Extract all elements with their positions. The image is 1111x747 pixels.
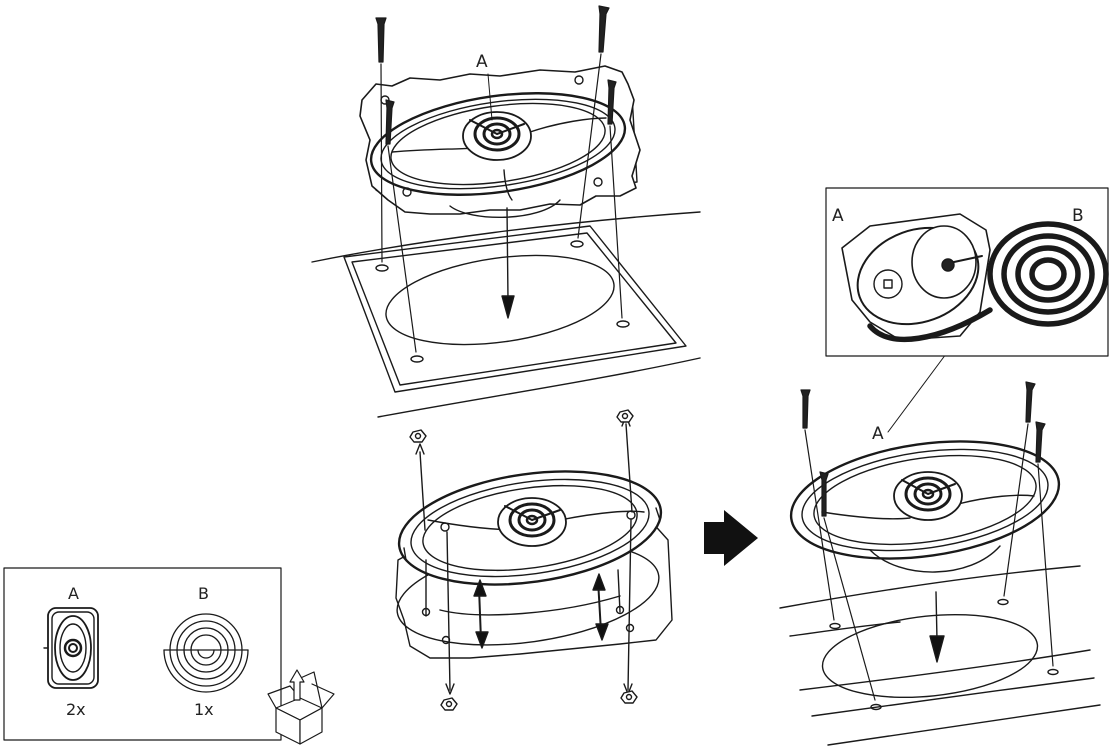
step-mount-top — [311, 5, 701, 418]
step-adapter — [395, 409, 673, 711]
inset-label-a: A — [832, 206, 844, 226]
next-step-arrow — [704, 510, 758, 566]
screw-mid-right — [607, 79, 623, 319]
screw-right-3 — [1035, 421, 1054, 667]
contents-qty-a: 2x — [66, 700, 86, 719]
spiral-ring — [867, 221, 1109, 343]
screw-right-4 — [819, 471, 876, 701]
screw-top-left — [375, 17, 387, 263]
nut-bottom-right — [620, 690, 638, 704]
screw-top-right — [577, 5, 610, 239]
contents-label-a: A — [68, 584, 79, 603]
contents-qty-b: 1x — [194, 700, 214, 719]
box-icon — [267, 669, 335, 745]
label-a-install: A — [872, 424, 884, 444]
screw-mid-left — [385, 99, 417, 353]
screw-right-2 — [1003, 381, 1036, 597]
nut-top-right — [616, 409, 634, 423]
inset-adapter-detail — [825, 187, 1109, 357]
package-contents — [3, 567, 335, 745]
step-install-right — [779, 353, 1101, 746]
contents-label-b: B — [198, 584, 209, 603]
nut-top-left — [409, 429, 427, 443]
inset-label-b: B — [1072, 206, 1084, 226]
label-a-main: A — [476, 52, 488, 72]
nut-bottom-left — [440, 697, 458, 711]
screw-right-1 — [800, 389, 835, 621]
